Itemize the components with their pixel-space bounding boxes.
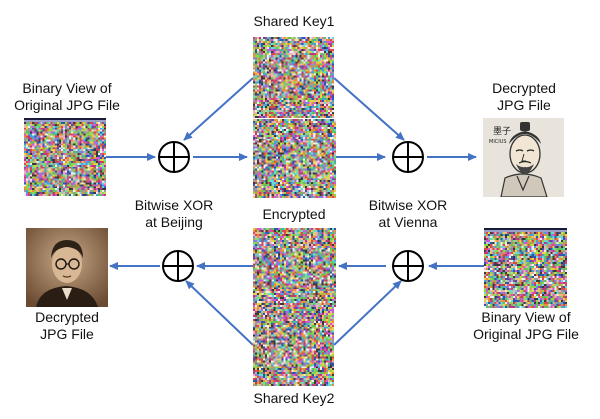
shared-key2-label: Shared Key2: [253, 390, 335, 406]
decrypted-bottom-label: Decrypted JPG File: [10, 309, 124, 343]
encrypted-upper-noise-image: [253, 119, 336, 198]
decrypted-top-line1: Decrypted: [492, 80, 556, 96]
encrypted-label: Encrypted: [262, 206, 326, 222]
shared-key1-noise-image: [253, 37, 334, 118]
micius-chinese-caption: 墨子: [493, 126, 511, 137]
xor-beijing-line1: Bitwise XOR: [134, 197, 214, 213]
decrypted-bottom-line1: Decrypted: [35, 309, 99, 325]
shared-key1-label: Shared Key1: [253, 13, 335, 29]
decrypted-bottom-line2: JPG File: [40, 326, 94, 342]
binary-view-right-label: Binary View of Original JPG File: [456, 309, 596, 343]
encrypted-lower-noise-image: [253, 228, 336, 307]
arrow-key1-to-xor-beijing: [183, 77, 254, 141]
binary-view-left-line1: Binary View of: [22, 80, 112, 96]
xor-beijing-bottom-icon: [162, 250, 194, 282]
shared-key2-noise-image: [253, 307, 334, 386]
arrow-key1-to-xor-vienna: [333, 77, 405, 141]
decrypted-photo-portrait-image: [26, 228, 108, 307]
xor-vienna-top-icon: [392, 141, 424, 173]
arrow-key2-to-xor-vienna: [333, 280, 402, 346]
binary-view-right-line2: Original JPG File: [473, 326, 579, 342]
xor-beijing-line2: at Beijing: [145, 214, 203, 230]
decrypted-top-line2: JPG File: [497, 97, 551, 113]
binary-view-left-noise-image: [24, 118, 106, 196]
xor-beijing-top-icon: [158, 141, 190, 173]
decrypted-top-label: Decrypted JPG File: [472, 80, 576, 114]
xor-vienna-label: Bitwise XOR at Vienna: [348, 197, 468, 231]
binary-view-right-noise-image: [484, 228, 567, 308]
micius-latin-caption: MICIUS: [489, 139, 507, 145]
xor-vienna-line2: at Vienna: [378, 214, 438, 230]
micius-portrait-image: 墨子 MICIUS: [483, 118, 564, 197]
binary-view-right-line1: Binary View of: [481, 309, 571, 325]
xor-vienna-bottom-icon: [392, 250, 424, 282]
xor-beijing-label: Bitwise XOR at Beijing: [114, 197, 234, 231]
arrow-key2-to-xor-beijing: [185, 280, 254, 346]
xor-vienna-line1: Bitwise XOR: [368, 197, 448, 213]
binary-view-left-label: Binary View of Original JPG File: [0, 80, 134, 114]
binary-view-left-line2: Original JPG File: [14, 97, 120, 113]
